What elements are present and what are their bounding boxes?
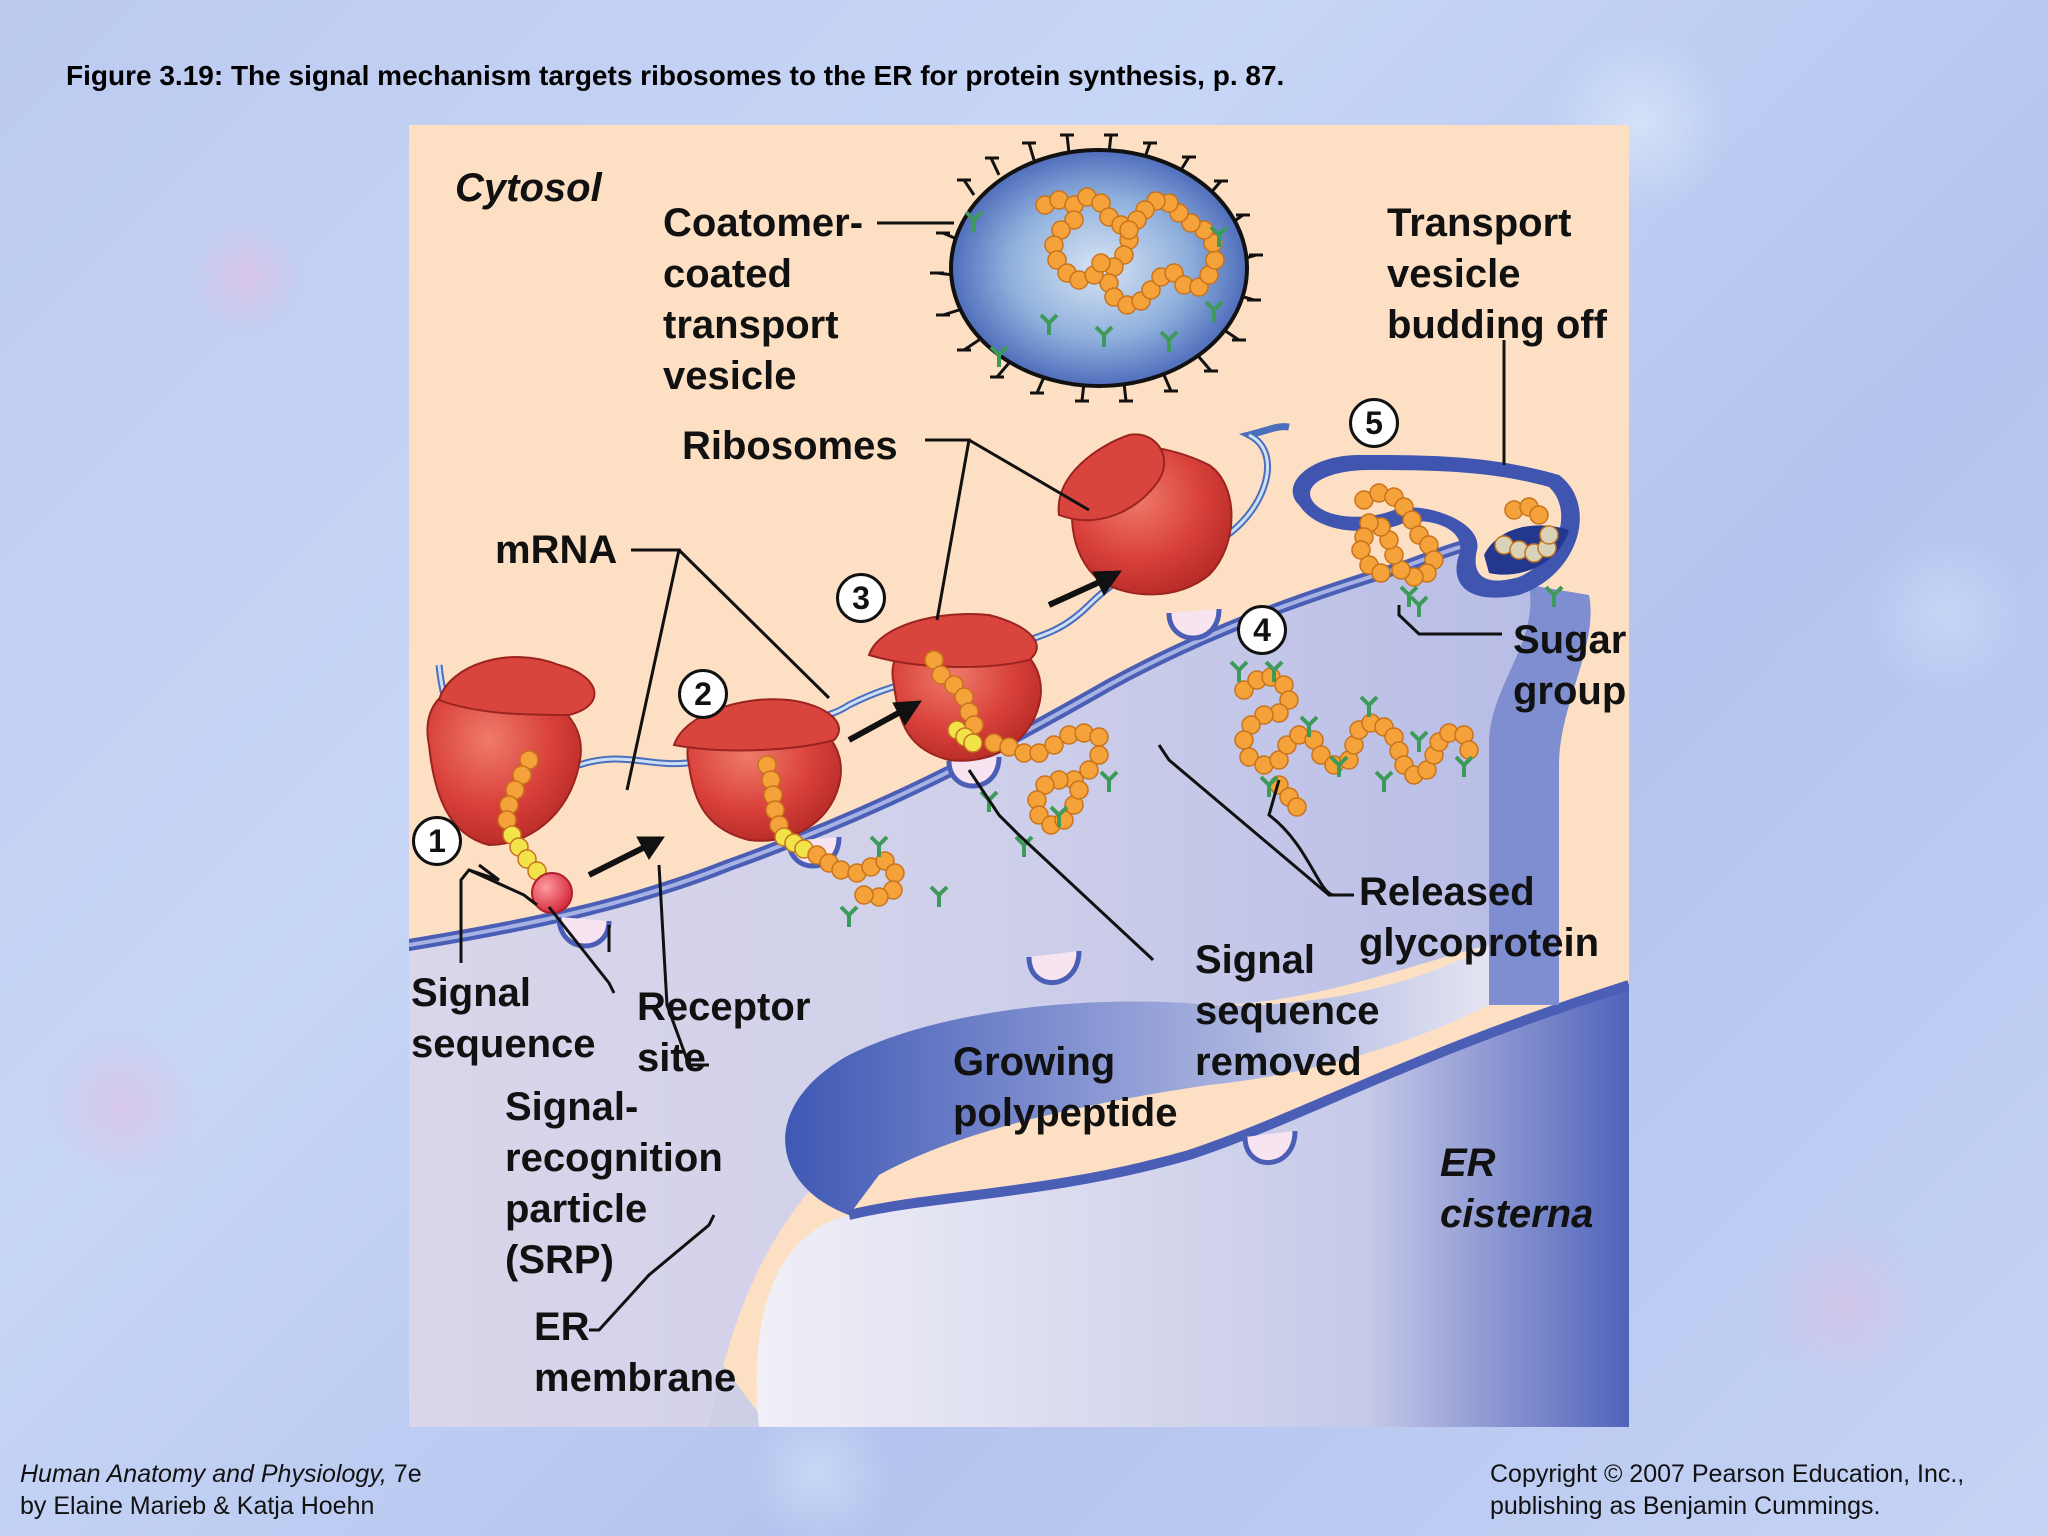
er-cisterna-opening <box>785 945 1489 1215</box>
sugar-group-mark <box>1014 835 1034 857</box>
label-er-membrane: ER membrane <box>534 1305 737 1400</box>
vesicle-cargo-bead <box>1529 505 1549 525</box>
label-ribosomes: Ribosomes <box>682 424 898 468</box>
glycoprotein-bead <box>1254 705 1274 725</box>
label-er-cisterna: ER cisterna <box>1440 1141 1594 1236</box>
sugar-group-mark <box>1049 805 1069 827</box>
vesicle-cargo-bead <box>1119 220 1139 240</box>
step-5-marker: 5 <box>1349 398 1399 448</box>
coatomer-spikes <box>930 133 1263 403</box>
footer-edition: 7e <box>386 1460 422 1488</box>
polypeptide-bead <box>1079 760 1099 780</box>
label-transport-vesicle: Transport vesicle budding off <box>1387 201 1607 347</box>
signal-sequence-bead <box>963 733 983 753</box>
footer-authors: by Elaine Marieb & Katja Hoehn <box>20 1492 375 1520</box>
footer-copyright-line: Copyright © 2007 Pearson Education, Inc.… <box>1490 1460 1965 1488</box>
vesicle-cargo-bead <box>1047 250 1067 270</box>
sugar-group-mark <box>1544 585 1564 607</box>
polypeptide-bead <box>1089 745 1109 765</box>
sugar-group-mark <box>964 210 984 232</box>
glycoprotein-bead <box>1234 680 1254 700</box>
glycoprotein-bead <box>1287 797 1307 817</box>
sugar-group-mark <box>989 345 1009 367</box>
glycoprotein-bead <box>1239 747 1259 767</box>
label-growing-polypeptide: Growing polypeptide <box>953 1040 1178 1135</box>
step-1-marker: 1 <box>412 816 462 866</box>
sugar-group-mark <box>929 885 949 907</box>
label-signal-sequence-removed: Signal sequence removed <box>1195 938 1380 1084</box>
footer-citation: Human Anatomy and Physiology, 7e by Elai… <box>20 1458 422 1522</box>
polypeptide-bead <box>831 860 851 880</box>
sugar-group-mark <box>1409 730 1429 752</box>
leader-lines <box>459 221 1506 1332</box>
sugar-group-mark <box>839 905 859 927</box>
polypeptide-bead <box>1089 727 1109 747</box>
polypeptide-beads <box>497 187 1559 907</box>
polypeptide-bead <box>1029 743 1049 763</box>
vesicle-cargo-bead <box>1351 540 1371 560</box>
vesicle-cargo-bead <box>1064 210 1084 230</box>
sugar-group-mark <box>1209 225 1229 247</box>
label-signal-sequence: Signal sequence <box>411 971 596 1066</box>
sugar-group-mark <box>1099 770 1119 792</box>
glycoprotein-bead <box>1459 740 1479 760</box>
vesicle-cargo-bead <box>1539 525 1559 545</box>
sugar-group-mark <box>1159 330 1179 352</box>
er-front-fold <box>756 985 1629 1427</box>
sugar-group-mark <box>1454 755 1474 777</box>
sugar-groups <box>839 210 1564 927</box>
sugar-group-mark <box>1359 695 1379 717</box>
sugar-group-mark <box>1374 770 1394 792</box>
ribosome-1 <box>426 656 596 847</box>
vesicle-cargo-bead <box>1205 250 1225 270</box>
step-4-marker: 4 <box>1237 605 1287 655</box>
polypeptide-bead <box>931 665 951 685</box>
sugar-group-mark <box>1299 715 1319 737</box>
glycoprotein-bead <box>1269 750 1289 770</box>
sugar-group-mark <box>1264 660 1284 682</box>
label-cytosol: Cytosol <box>455 166 602 210</box>
sugar-group-mark <box>1409 595 1429 617</box>
er-right-wall <box>1489 585 1591 1005</box>
footer-book-title: Human Anatomy and Physiology, <box>20 1460 387 1488</box>
sugar-group-mark <box>1094 325 1114 347</box>
step-3-marker: 3 <box>836 573 886 623</box>
footer-publisher: publishing as Benjamin Cummings. <box>1490 1492 1881 1520</box>
glycoprotein-bead <box>1311 745 1331 765</box>
sugar-group-mark <box>1204 300 1224 322</box>
footer-copyright: Copyright © 2007 Pearson Education, Inc.… <box>1490 1458 1964 1522</box>
sugar-group-mark <box>1039 313 1059 335</box>
label-coatomer-vesicle: Coatomer- coated transport vesicle <box>663 201 864 398</box>
vesicle-cargo-bead <box>1371 563 1391 583</box>
sugar-group-mark <box>1399 585 1419 607</box>
glycoprotein-bead <box>1234 730 1254 750</box>
glycoprotein-bead <box>1279 690 1299 710</box>
polypeptide-bead <box>1035 775 1055 795</box>
vesicle-cargo-bead <box>1091 253 1111 273</box>
label-receptor-site: Receptor site <box>637 985 811 1080</box>
label-mrna: mRNA <box>495 528 618 572</box>
step-2-marker: 2 <box>678 669 728 719</box>
direction-arrows <box>587 570 1122 878</box>
label-released-glycoprotein: Released glycoprotein <box>1359 870 1600 965</box>
polypeptide-bead <box>1044 735 1064 755</box>
sugar-group-mark <box>1229 660 1249 682</box>
er-illustration <box>409 125 1629 1427</box>
polypeptide-bead <box>854 885 874 905</box>
er-front-fold-edge <box>847 980 1629 1220</box>
ribosome-4 <box>1057 433 1233 596</box>
polypeptide-bead <box>1069 780 1089 800</box>
figure-title: Figure 3.19: The signal mechanism target… <box>66 60 1285 91</box>
srp-particle <box>531 872 573 914</box>
label-srp: Signal- recognition particle (SRP) <box>505 1085 723 1282</box>
diagram-panel: Cytosol Coatomer- coated transport vesic… <box>409 125 1629 1427</box>
sugar-group-mark <box>869 835 889 857</box>
polypeptide-bead <box>885 863 905 883</box>
label-sugar-group: Sugar group <box>1513 618 1627 713</box>
sugar-group-mark <box>1259 775 1279 797</box>
sugar-group-mark <box>1329 755 1349 777</box>
vesicle-cargo-bead <box>1141 280 1161 300</box>
